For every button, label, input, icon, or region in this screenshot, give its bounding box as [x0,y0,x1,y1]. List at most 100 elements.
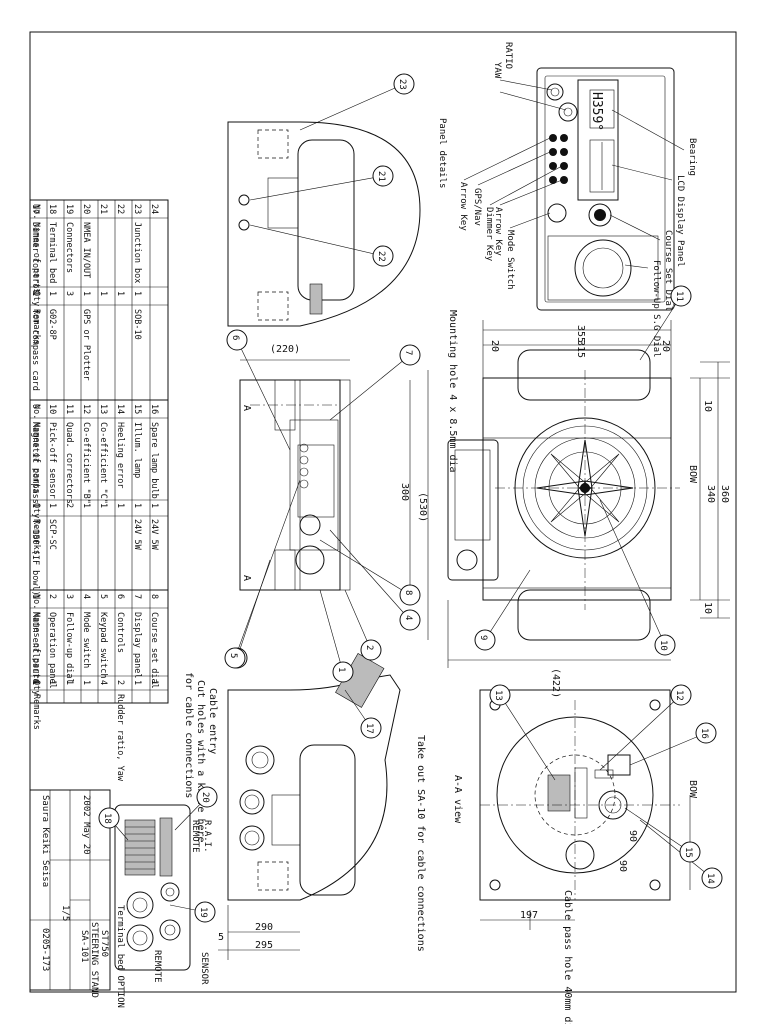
balloon-number: 15 [683,847,693,858]
dim-355: 355 [575,325,586,343]
balloon-number: 13 [493,690,503,701]
balloon-circle [393,73,415,95]
header-remarks: Remarks [31,519,41,555]
dim-295: 295 [255,940,273,951]
side-view-middle [239,379,351,591]
part-qty: 1 [47,291,57,296]
part-qty: 1 [47,503,57,508]
lcd-display-label: LCD Display Panel [675,175,685,267]
company-name: Saura Keiki Seisa [40,795,50,887]
part-qty: 1 [115,503,125,508]
arrow-key-label-1: Arrow Key [458,182,468,231]
balloon-leader [234,479,301,659]
lcd-reading: H359° [589,92,604,131]
part-name: Pick-off sensor [47,422,57,499]
part-name: Co-efficient "C" [98,422,108,504]
yaw-label: YAW [492,62,502,79]
balloon-leader [639,819,713,879]
part-name: Controls [115,612,125,653]
balloon-circle [474,629,496,651]
balloon-circle [489,684,511,706]
part-no: 6 [115,594,125,599]
balloon-circle [372,245,394,267]
balloon-leader [249,224,384,257]
sensor-label: SENSOR [199,952,209,985]
part-name: Mode switch [81,612,91,668]
header-qty: Qty [31,503,41,518]
part-no: 2 [47,594,57,599]
part-no: 11 [64,404,74,414]
cable-pass-note: Cable pass hole 40mm dia [562,890,573,1024]
dim-300: 300 [399,483,410,501]
part-no: 18 [47,204,57,214]
part-name: Operation panel [47,612,57,689]
balloon-leader [599,499,666,646]
model-name: ST750 [99,930,109,957]
part-no: 8 [149,594,159,599]
arrow-key-label-2: Arrow Key [493,207,503,256]
balloon-leader [624,807,691,853]
balloon-number: 23 [397,79,407,90]
part-name: Follow-up dial [64,612,74,684]
part-name: Display panel [132,612,142,679]
balloon-circle [372,165,394,187]
part-name: NMEA IN/OUT [81,222,91,278]
part-no: 1 [30,594,40,599]
part-qty: 1 [98,291,108,296]
part-qty: 1 [98,503,108,508]
part-remarks: T-150 (IF bowl) [30,519,40,596]
part-no: 7 [132,594,142,599]
part-no: 13 [98,404,108,414]
balloon-number: 9 [478,635,488,640]
part-qty: 1 [149,680,159,685]
dim-5: 5 [218,932,224,943]
part-name: Heeling error [115,422,125,489]
part-no: 16 [149,404,159,414]
rai-label: R.A.I. [202,820,212,853]
balloon-circle [196,786,218,808]
sa10-note: Take out SA-10 for cable connections [415,735,426,952]
dim-422: (422) [550,668,561,698]
balloon-number: 1 [336,667,346,672]
balloon-number: 18 [102,813,112,824]
part-name: Spare lamp bulb [149,422,159,499]
part-name: Terminal bed [47,222,57,283]
header-no: No. [31,204,41,219]
dim-20a: 20 [489,340,500,352]
balloon-number: 5 [228,653,238,658]
balloon-circle [399,344,421,366]
balloon-number: 11 [674,291,684,302]
header-name: Names of parts [31,222,41,294]
balloon-number: 4 [403,615,413,620]
follow-up-label: Follow-Up S.G Dial [651,260,661,358]
section-mark-a1: A [241,405,252,411]
balloon-leader [629,732,707,766]
balloon-circle [226,329,248,351]
part-remarks: SOB-10 [132,309,142,340]
dimmer-key-label: Dimmer Key [484,207,494,262]
dimension-lines [227,320,730,960]
course-set-label: Course Set Dial [663,230,673,311]
part-no: 24 [149,204,159,214]
balloon-circle [701,867,723,889]
part-qty: 1 [81,680,91,685]
part-no: 10 [47,404,57,414]
part-qty: 2 [64,503,74,508]
mode-switch-label: Mode Switch [505,230,515,290]
part-remarks: 24V 5W [149,519,159,551]
drawing-date: 2002 May 20 [81,795,91,855]
part-name: Junction box [132,222,142,283]
part-no: 17 [30,204,40,214]
cable-entry-note: Cable entry [207,688,218,754]
part-qty: 1 [132,503,142,508]
dimension-texts: 355 315 20 20 10 340 360 10 (422) (220) … [183,310,730,1024]
balloon-circle [98,807,120,829]
part-qty: 1 [115,291,125,296]
title-block: Saura Keiki Seisa 0205-173 2002 May 20 1… [29,789,111,998]
header-no: No. [31,594,41,609]
balloon-leader [344,589,372,651]
dim-10b: 10 [702,602,713,614]
balloon-leader [484,569,531,641]
